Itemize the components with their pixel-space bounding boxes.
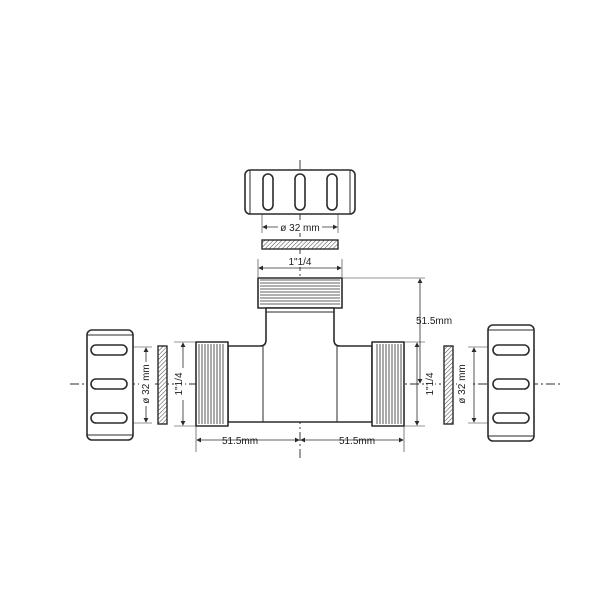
left-length-label: 51.5mm bbox=[222, 436, 258, 447]
tee-body bbox=[195, 277, 405, 427]
right-nut-diameter-dimension: ø 32 mm bbox=[457, 346, 488, 424]
top-nut-diameter-dimension: ø 32 mm bbox=[261, 214, 339, 234]
right-nut-diameter-label: ø 32 mm bbox=[457, 364, 468, 403]
left-thread-label: 1"1/4 bbox=[174, 372, 185, 395]
right-thread-dimension: 1"1/4 bbox=[404, 341, 436, 427]
vertical-length-label: 51.5mm bbox=[416, 316, 452, 327]
left-compression-nut bbox=[86, 329, 134, 441]
top-nut-diameter-label: ø 32 mm bbox=[280, 223, 319, 234]
left-branch-thread bbox=[198, 344, 224, 424]
right-washer bbox=[443, 345, 454, 425]
left-length-dimension: 51.5mm bbox=[195, 426, 300, 452]
left-washer bbox=[157, 345, 168, 425]
right-branch-thread bbox=[376, 344, 402, 424]
right-thread-label: 1"1/4 bbox=[425, 372, 436, 395]
top-branch-thread bbox=[260, 279, 340, 305]
right-length-label: 51.5mm bbox=[339, 436, 375, 447]
top-compression-nut bbox=[244, 169, 356, 215]
top-thread-dimension: 1"1/4 bbox=[257, 256, 343, 277]
top-thread-label: 1"1/4 bbox=[288, 257, 311, 268]
vertical-length-dimension: 51.5mm bbox=[342, 277, 452, 384]
left-nut-diameter-dimension: ø 32 mm bbox=[133, 346, 152, 424]
right-length-dimension: 51.5mm bbox=[300, 426, 405, 452]
top-washer bbox=[261, 239, 339, 250]
left-thread-dimension: 1"1/4 bbox=[174, 341, 196, 427]
left-nut-diameter-label: ø 32 mm bbox=[141, 364, 152, 403]
right-compression-nut bbox=[487, 324, 535, 442]
